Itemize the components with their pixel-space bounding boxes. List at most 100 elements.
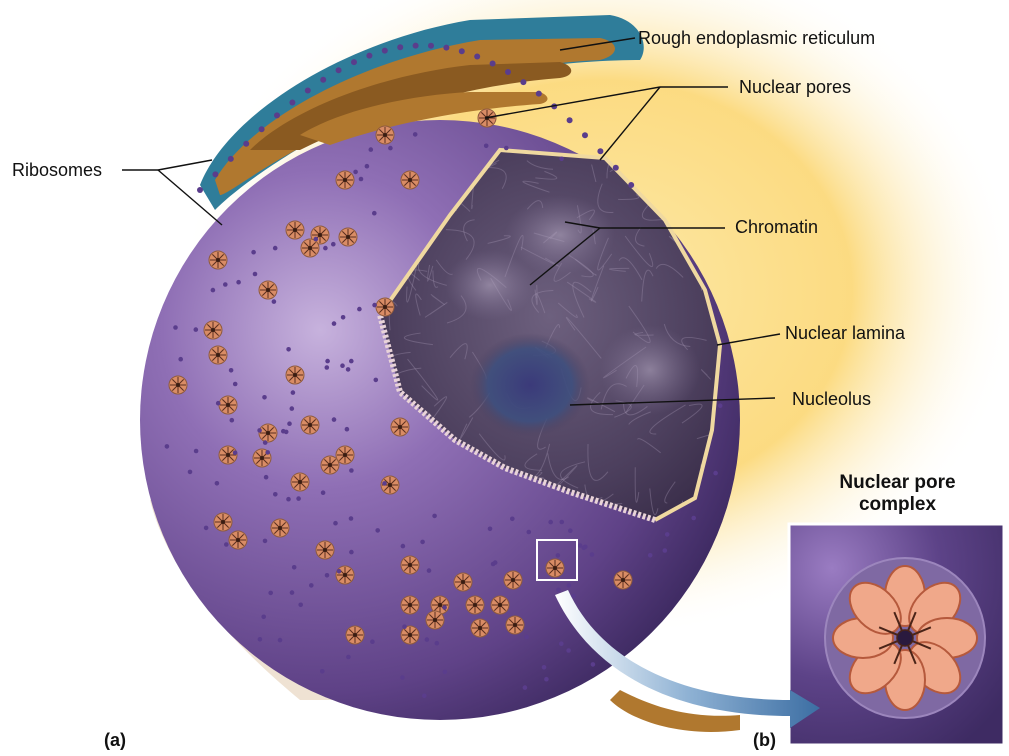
ribosome-dot	[571, 594, 576, 599]
ribosome-dot	[345, 427, 350, 432]
ribosome-dot	[382, 481, 387, 486]
ribosome-dot	[567, 583, 572, 588]
ribosome-dot	[388, 146, 393, 151]
ribosome-dot	[337, 569, 342, 574]
inset-pore-complex	[833, 566, 977, 710]
ribosome-dot	[259, 126, 265, 132]
ribosome-dot	[349, 516, 354, 521]
ribosome-dot	[665, 532, 670, 537]
nuclear-pore-icon	[504, 571, 522, 589]
ribosome-dot	[298, 603, 303, 608]
ribosome-dot	[290, 406, 295, 411]
nuclear-pore-icon	[614, 571, 632, 589]
ribosome-dot	[243, 141, 249, 147]
ribosome-dot	[510, 517, 515, 522]
ribosome-dot	[422, 694, 427, 699]
ribosome-dot	[369, 147, 374, 152]
panel-label-a: (a)	[104, 731, 126, 749]
ribosome-dot	[233, 382, 238, 387]
ribosome-dot	[272, 299, 277, 304]
ribosome-dot	[261, 615, 266, 620]
label-nuclear-lamina: Nuclear lamina	[785, 324, 905, 342]
ribosome-dot	[333, 521, 338, 526]
ribosome-dot	[590, 552, 595, 557]
ribosome-dot	[289, 100, 295, 106]
ribosome-dot	[265, 450, 270, 455]
ribosome-dot	[165, 444, 170, 449]
ribosome-dot	[372, 303, 377, 308]
ribosome-dot	[314, 237, 319, 242]
ribosome-dot	[524, 635, 529, 640]
inset-title-line2: complex	[800, 494, 995, 516]
ribosome-dot	[366, 53, 372, 59]
ribosome-dot	[273, 492, 278, 497]
ribosome-dot	[402, 624, 407, 629]
ribosome-dot	[349, 359, 354, 364]
ribosome-dot	[341, 315, 346, 320]
ribosome-dot	[375, 528, 380, 533]
nuclear-pore-icon	[506, 616, 524, 634]
nuclear-pore-icon	[466, 596, 484, 614]
pore-channel	[897, 630, 913, 646]
ribosome-dot	[544, 677, 549, 682]
nuclear-pore-icon	[214, 513, 232, 531]
ribosome-dot	[336, 67, 342, 73]
ribosome-dot	[346, 367, 351, 372]
nuclear-pore-icon	[391, 418, 409, 436]
nuclear-pore-icon	[301, 416, 319, 434]
inset-title: Nuclear pore complex	[800, 472, 995, 516]
nuclear-pore-icon	[401, 556, 419, 574]
ribosome-dot	[691, 516, 696, 521]
ribosome-dot	[173, 325, 178, 330]
ribosome-dot	[290, 590, 295, 595]
inset-title-line1: Nuclear pore	[800, 472, 995, 494]
ribosome-dot	[325, 573, 330, 578]
ribosome-dot	[400, 675, 405, 680]
ribosome-dot	[349, 550, 354, 555]
ribosome-dot	[332, 417, 337, 422]
ribosome-dot	[459, 48, 465, 54]
ribosome-dot	[548, 520, 553, 525]
ribosome-dot	[568, 528, 573, 533]
ribosome-dot	[520, 79, 526, 85]
ribosome-dot	[443, 45, 449, 51]
ribosome-dot	[556, 553, 561, 558]
nuclear-pore-icon	[301, 239, 319, 257]
ribosome-dot	[559, 157, 564, 162]
ribosome-dot	[309, 583, 314, 588]
ribosome-dot	[582, 546, 587, 551]
nuclear-pore-icon	[291, 473, 309, 491]
ribosome-dot	[365, 164, 370, 169]
ribosome-dot	[484, 144, 489, 149]
ribosome-dot	[263, 440, 268, 445]
ribosome-dot	[413, 43, 419, 49]
ribosome-dot	[713, 471, 718, 476]
ribosome-dot	[718, 403, 723, 408]
nuclear-pore-icon	[376, 298, 394, 316]
ribosome-dot	[372, 211, 377, 216]
ribosome-dot	[228, 156, 234, 162]
ribosome-dot	[287, 421, 292, 426]
ribosome-dot	[474, 54, 480, 60]
ribosome-dot	[560, 520, 565, 525]
ribosome-dot	[325, 359, 330, 364]
nuclear-pore-icon	[259, 424, 277, 442]
ribosome-dot	[359, 177, 364, 182]
ribosome-dot	[229, 368, 234, 373]
ribosome-dot	[401, 544, 406, 549]
ribosome-dot	[321, 490, 326, 495]
nuclear-pore-icon	[286, 366, 304, 384]
ribosome-dot	[374, 378, 379, 383]
ribosome-dot	[420, 540, 425, 545]
nuclear-pore-icon	[219, 446, 237, 464]
ribosome-dot	[273, 246, 278, 251]
ribosome-dot	[442, 605, 447, 610]
chromatin-cluster-left	[445, 250, 535, 320]
nuclear-pore-icon	[546, 559, 564, 577]
ribosome-dot	[428, 43, 434, 49]
ribosome-dot	[397, 44, 403, 50]
ribosome-dot	[413, 132, 418, 137]
nuclear-pore-icon	[209, 346, 227, 364]
nuclear-pore-icon	[336, 566, 354, 584]
